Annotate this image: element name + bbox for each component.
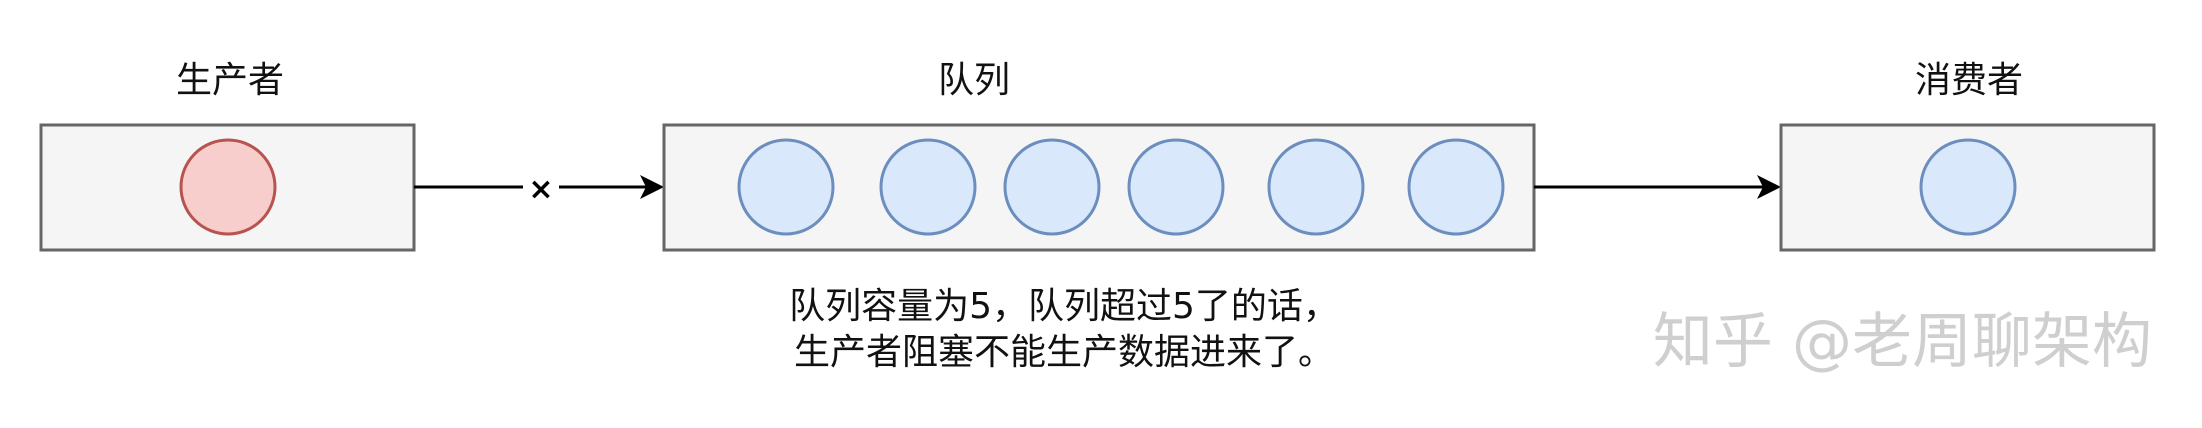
queue-item bbox=[879, 138, 977, 236]
producer-item bbox=[179, 138, 277, 236]
watermark-text: 知乎 @老周聊架构 bbox=[1653, 307, 2152, 377]
queue-item bbox=[1003, 138, 1101, 236]
blocked-marker: × bbox=[528, 172, 553, 207]
blocked-marker-bg bbox=[523, 172, 559, 204]
queue-item bbox=[1267, 138, 1365, 236]
queue-item bbox=[1127, 138, 1225, 236]
note-line-2: 生产者阻塞不能生产数据进来了。 bbox=[794, 332, 1334, 373]
producer-label: 生产者 bbox=[176, 60, 284, 101]
consumer-label: 消费者 bbox=[1915, 60, 2023, 101]
consumer-item bbox=[1919, 138, 2017, 236]
note-line-1: 队列容量为5，队列超过5了的话， bbox=[789, 286, 1339, 327]
queue-to-consumer-arrowhead bbox=[1757, 175, 1781, 199]
producer-to-queue-arrowhead bbox=[640, 175, 664, 199]
queue-item bbox=[1407, 138, 1505, 236]
queue-label: 队列 bbox=[938, 60, 1010, 101]
queue-item bbox=[737, 138, 835, 236]
